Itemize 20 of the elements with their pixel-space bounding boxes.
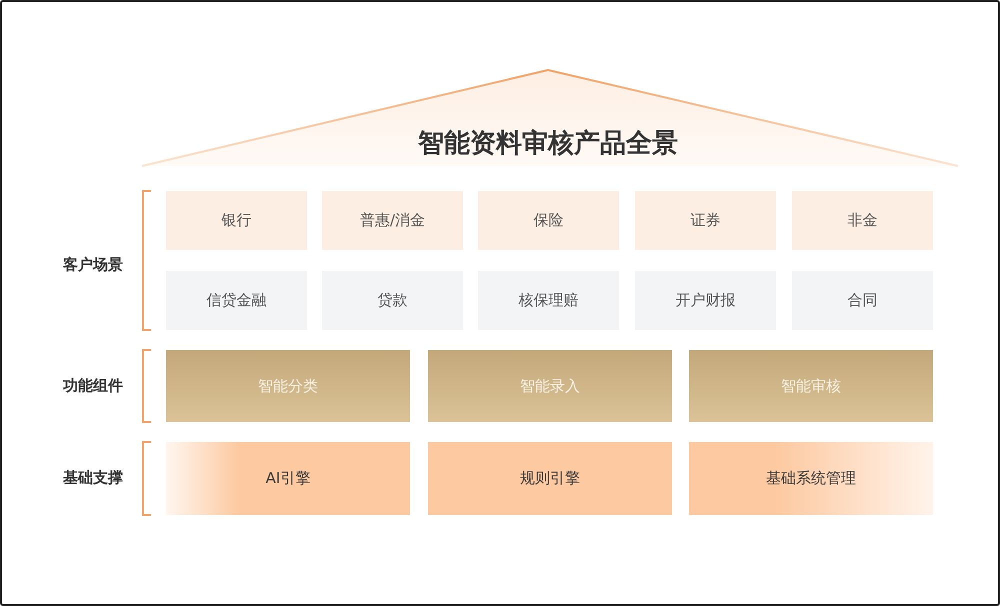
function-component-tile: 智能分类 (166, 350, 410, 422)
industry-tile: 证券 (635, 191, 776, 250)
layer-label: 功能组件 (63, 376, 123, 396)
foundation-tile: 规则引擎 (428, 442, 672, 515)
industry-tile: 非金 (792, 191, 933, 250)
use-case-tile: 开户财报 (635, 271, 776, 330)
diagram-title: 智能资料审核产品全景 (418, 128, 678, 160)
function-component-tile: 智能审核 (689, 350, 933, 422)
industry-tile: 普惠/消金 (322, 191, 463, 250)
foundation-tile: 基础系统管理 (689, 442, 933, 515)
layer-label: 基础支撑 (63, 468, 123, 488)
function-component-tile: 智能录入 (428, 350, 672, 422)
foundation-tile: AI引擎 (166, 442, 410, 515)
use-case-tile: 信贷金融 (166, 271, 307, 330)
use-case-tile: 核保理赔 (478, 271, 619, 330)
use-case-tile: 合同 (792, 271, 933, 330)
use-case-tile: 贷款 (322, 271, 463, 330)
industry-tile: 保险 (478, 191, 619, 250)
layer-label: 客户场景 (63, 256, 123, 274)
industry-tile: 银行 (166, 191, 307, 250)
